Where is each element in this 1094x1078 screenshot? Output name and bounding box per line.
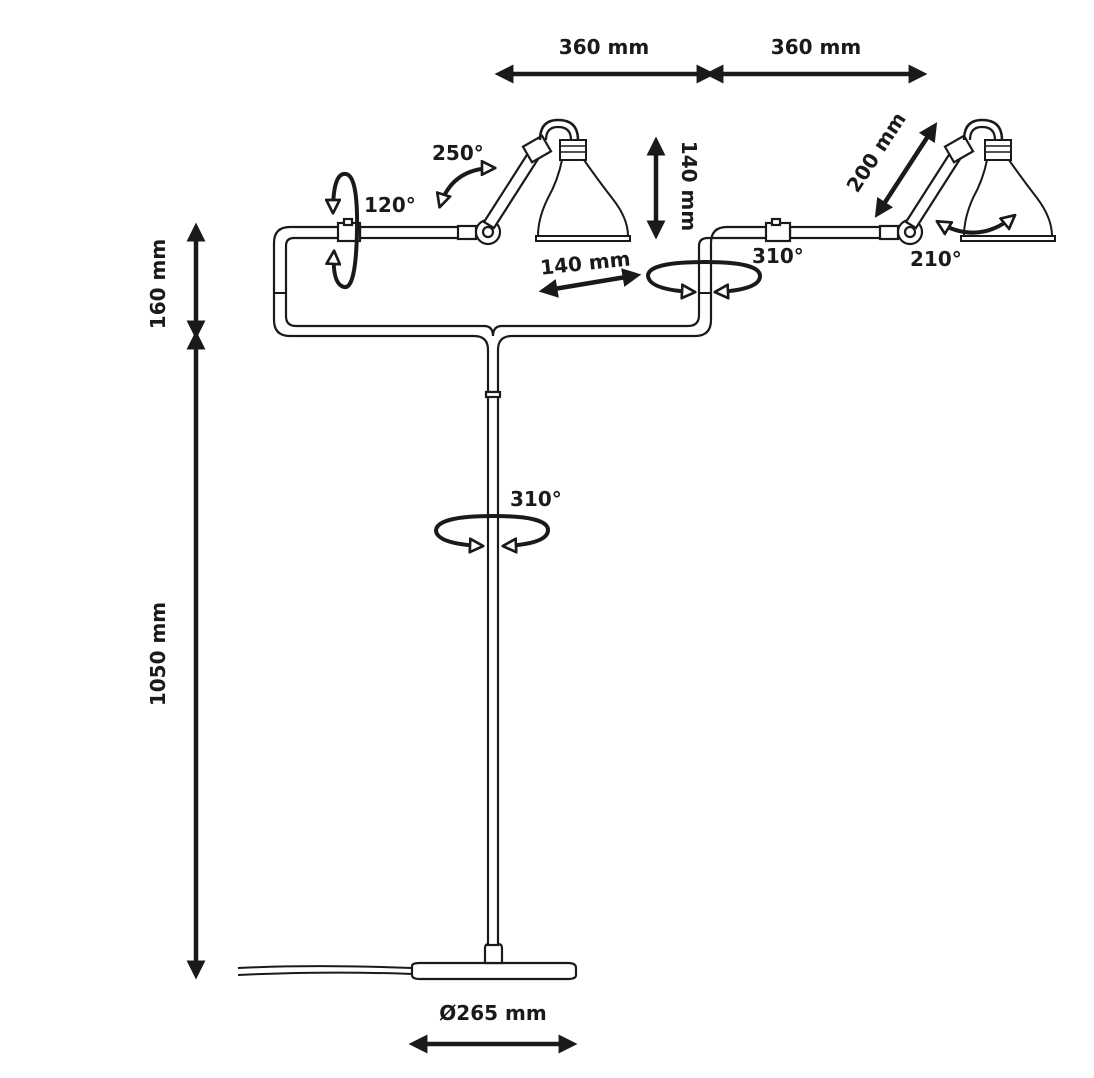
top-frame: [272, 225, 490, 392]
width-left-label: 360 mm: [559, 35, 649, 59]
base-diameter-label: Ø265 mm: [439, 1001, 546, 1025]
dimension-arrows: [186, 64, 938, 1054]
lamp-frame: [237, 118, 1056, 981]
lamp-base: [410, 961, 578, 981]
rotation-210-indicator: [938, 216, 1014, 233]
arm-horizontal-label: 140 mm: [539, 246, 631, 279]
left-shade: [535, 139, 631, 242]
lamp-stem: [486, 390, 500, 947]
power-cable: [237, 965, 413, 969]
width-right-label: 360 mm: [771, 35, 861, 59]
rotation-250-indicator: [440, 168, 494, 206]
height-main-label: 1050 mm: [146, 602, 170, 706]
right-arm-length-label: 200 mm: [841, 108, 910, 197]
shade-vertical-label: 140 mm: [677, 141, 701, 231]
left-arm: [358, 225, 472, 240]
rotation-250-label: 250°: [432, 141, 484, 165]
rotation-indicators: [333, 168, 1014, 546]
rotation-310-arm-label: 310°: [752, 244, 804, 268]
rotation-310-arm-indicator: [645, 259, 763, 292]
height-top-label: 160 mm: [146, 239, 170, 329]
rotation-120-indicator: [333, 171, 360, 290]
rotation-210-label: 210°: [910, 247, 962, 271]
rotation-310-stem-indicator: [433, 513, 551, 546]
rotation-120-label: 120°: [364, 193, 416, 217]
arm-horizontal-arrow: [538, 268, 642, 298]
right-arm: [788, 225, 892, 240]
rotation-310-stem-label: 310°: [510, 487, 562, 511]
right-arm-length-arrow: [874, 122, 938, 218]
right-shade: [960, 139, 1056, 242]
